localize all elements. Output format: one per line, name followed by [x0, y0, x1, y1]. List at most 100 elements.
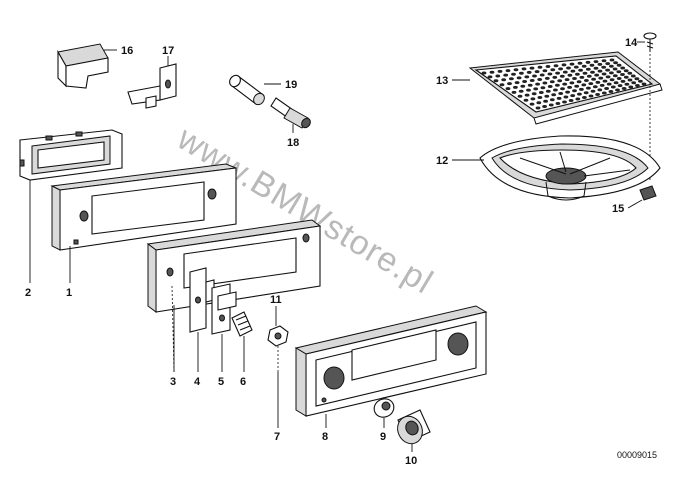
- grille-hole: [631, 81, 637, 85]
- grille-hole: [609, 64, 614, 68]
- part-8-trim-panel[interactable]: [294, 305, 488, 417]
- grille-hole: [638, 79, 643, 83]
- grille-hole: [593, 60, 599, 64]
- grille-hole: [569, 62, 575, 66]
- grille-hole: [497, 69, 503, 73]
- grille-hole: [555, 102, 561, 105]
- grille-hole: [605, 75, 611, 79]
- grille-hole: [562, 70, 568, 74]
- grille-hole: [606, 82, 612, 86]
- grille-hole: [550, 68, 556, 72]
- grille-hole: [514, 81, 520, 85]
- grille-hole: [579, 75, 585, 79]
- grille-hole: [548, 103, 554, 107]
- part-15-clip-nut[interactable]: [639, 185, 657, 201]
- part-2-trim-frame[interactable]: [19, 129, 123, 181]
- grille-hole: [536, 101, 542, 105]
- grille-hole: [511, 72, 516, 76]
- grille-hole: [569, 81, 575, 85]
- grille-hole: [576, 80, 582, 84]
- grille-hole: [535, 82, 540, 86]
- grille-hole: [545, 65, 551, 68]
- grille-hole: [570, 94, 576, 98]
- grille-hole: [624, 82, 630, 86]
- grille-hole: [552, 75, 558, 79]
- part-10-knob[interactable]: [393, 409, 431, 448]
- part-17-bracket[interactable]: [127, 63, 177, 109]
- grille-hole: [505, 87, 511, 91]
- part-6-screw[interactable]: [231, 311, 253, 337]
- label-part-13: 13: [436, 75, 448, 87]
- grille-hole: [630, 74, 636, 78]
- grille-hole: [529, 66, 535, 70]
- label-part-1: 1: [66, 287, 72, 299]
- part-16-clip[interactable]: [57, 43, 109, 89]
- grille-hole: [585, 67, 591, 71]
- label-part-7: 7: [274, 431, 280, 443]
- grille-hole: [555, 83, 560, 87]
- grille-hole: [566, 66, 571, 70]
- grille-hole: [563, 95, 569, 99]
- grille-hole: [593, 66, 599, 70]
- grille-hole: [585, 60, 591, 64]
- label-part-6: 6: [240, 376, 246, 388]
- grille-hole: [605, 62, 611, 66]
- part-13-speaker-grille[interactable]: [468, 51, 663, 125]
- part-12-speaker[interactable]: [479, 135, 661, 201]
- grille-hole: [524, 75, 530, 79]
- grille-hole: [481, 71, 487, 75]
- grille-hole: [530, 97, 536, 101]
- grille-hole: [616, 70, 622, 74]
- part-18-stud[interactable]: [270, 97, 312, 129]
- grille-hole: [612, 74, 618, 78]
- grille-hole: [527, 83, 533, 87]
- grille-hole: [623, 69, 629, 73]
- part-9-knob-insert[interactable]: [371, 396, 397, 421]
- grille-hole: [620, 73, 625, 76]
- grille-hole: [590, 70, 595, 74]
- grille-hole: [543, 99, 548, 103]
- grille-hole: [503, 73, 509, 77]
- grille-hole: [553, 88, 558, 92]
- part-4-lock-plate[interactable]: [189, 267, 215, 333]
- grille-hole: [562, 82, 568, 86]
- grille-hole: [601, 91, 607, 95]
- grille-hole: [590, 89, 596, 93]
- grille-hole: [613, 81, 619, 85]
- label-part-12: 12: [436, 155, 448, 167]
- grille-hole: [547, 85, 553, 88]
- part-19-sleeve[interactable]: [227, 73, 266, 107]
- label-part-16: 16: [121, 45, 133, 57]
- grille-hole: [595, 80, 601, 84]
- part-1-mounting-frame[interactable]: [50, 163, 237, 251]
- grille-hole: [586, 86, 591, 90]
- part-14-screw[interactable]: [643, 32, 657, 52]
- grille-hole: [539, 73, 545, 77]
- grille-hole: [579, 87, 584, 91]
- grille-hole: [526, 70, 532, 74]
- grille-hole: [538, 91, 544, 94]
- grille-hole: [612, 67, 618, 71]
- grille-hole: [616, 63, 622, 67]
- grille-hole: [601, 65, 607, 69]
- grille-hole: [495, 74, 501, 78]
- grille-hole: [594, 73, 600, 77]
- grille-hole: [582, 71, 588, 75]
- grille-hole: [540, 86, 546, 90]
- grille-hole: [621, 87, 627, 90]
- grille-hole: [524, 93, 530, 97]
- grille-hole: [520, 84, 526, 88]
- grille-hole: [534, 70, 540, 74]
- label-part-15: 15: [612, 203, 624, 215]
- grille-hole: [628, 85, 634, 89]
- grille-hole: [499, 83, 505, 87]
- grille-hole: [556, 96, 562, 100]
- grille-hole: [560, 87, 565, 91]
- part-11-nut[interactable]: [267, 325, 289, 347]
- part-5-spring-clip[interactable]: [211, 283, 237, 335]
- grille-hole: [513, 85, 518, 89]
- grille-hole: [489, 70, 495, 74]
- grille-hole: [627, 71, 633, 75]
- grille-perforation-pattern: [481, 58, 647, 110]
- grille-hole: [532, 74, 537, 78]
